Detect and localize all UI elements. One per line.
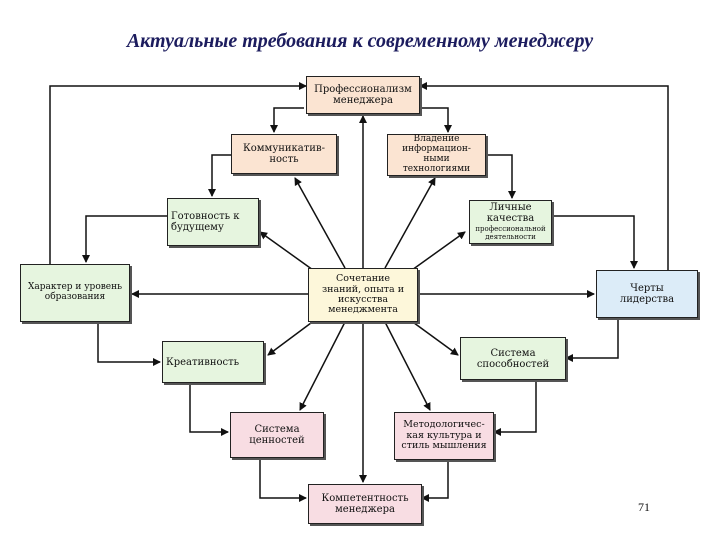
personal-qualities-sublabel: профессиональной деятельности — [475, 225, 546, 241]
loop-creativity-to-values — [189, 383, 229, 436]
loop-communicativeness-to-future — [208, 154, 231, 197]
arrow-to-creativity — [267, 319, 316, 356]
abilities-label: Система способностей — [476, 347, 550, 370]
loop-leadership-to-abilities — [565, 318, 619, 362]
box-values: Система ценностей — [230, 412, 324, 458]
box-professionalism: Профессионализм менеджера — [306, 76, 420, 114]
loop-methodology-to-competence — [421, 460, 449, 502]
box-center-knowledge: Сочетание знаний, опыта и искусства мене… — [308, 268, 418, 322]
box-methodology: Методологичес- кая культура и стиль мышл… — [394, 412, 494, 460]
box-personal-qualities: Личные качества профессиональной деятель… — [469, 200, 552, 244]
loop-values-to-competence — [259, 458, 307, 502]
arrow-to-communicativeness — [294, 177, 346, 269]
it-mastery-label: Владение информацион- ными технологиями — [402, 134, 471, 174]
leadership-label: Черты лидерства — [619, 283, 675, 305]
loop-character-to-creativity — [97, 322, 161, 366]
box-communicativeness: Коммуникатив- ность — [231, 134, 337, 174]
arrow-to-personal-qualities — [404, 231, 466, 276]
page-number: 71 — [638, 500, 650, 514]
arrow-to-it-mastery — [384, 177, 436, 269]
methodology-label: Методологичес- кая культура и стиль мышл… — [401, 419, 487, 452]
loop-it-to-personal — [486, 154, 516, 199]
loop-future-to-character — [82, 215, 167, 263]
arrow-to-future-readiness — [259, 231, 321, 276]
loop-professionalism-to-communicativeness — [270, 107, 304, 133]
loop-personal-to-leadership — [552, 215, 638, 269]
box-competence: Компетентность менеджера — [308, 484, 422, 524]
center-label: Сочетание знаний, опыта и искусства мене… — [321, 273, 405, 316]
loop-professionalism-to-it-mastery — [420, 107, 452, 133]
loop-leadership-to-professionalism — [419, 82, 669, 270]
creativity-label: Креативность — [166, 356, 240, 368]
character-education-label: Характер и уровень образования — [27, 282, 123, 302]
box-it-mastery: Владение информацион- ными технологиями — [387, 134, 486, 176]
arrow-to-abilities — [409, 319, 459, 356]
loop-abilities-to-methodology — [493, 380, 537, 436]
arrow-to-methodology — [384, 321, 431, 411]
communicativeness-label: Коммуникатив- ность — [243, 143, 325, 165]
box-leadership: Черты лидерства — [596, 270, 698, 318]
box-abilities: Система способностей — [460, 337, 566, 380]
box-character-education: Характер и уровень образования — [20, 264, 130, 322]
professionalism-label: Профессионализм менеджера — [314, 84, 412, 106]
arrow-to-values — [299, 321, 346, 411]
loop-character-to-professionalism — [49, 82, 307, 270]
values-label: Система ценностей — [249, 424, 305, 446]
personal-qualities-label: Личные качества — [486, 202, 535, 225]
diagram-title: Актуальные требования к современному мен… — [126, 30, 594, 52]
box-future-readiness: Готовность к будущему — [167, 198, 259, 246]
box-creativity: Креативность — [162, 341, 264, 383]
competence-label: Компетентность менеджера — [321, 493, 409, 515]
future-readiness-label: Готовность к будущему — [171, 211, 240, 233]
